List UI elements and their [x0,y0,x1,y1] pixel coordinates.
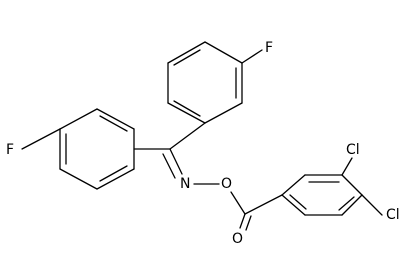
bond-c-o-double [245,215,252,231]
bond [281,174,306,196]
bond [341,174,363,196]
bond-c-cl-para [361,194,383,216]
bond [96,168,135,190]
dichlorophenyl-ring [281,174,363,216]
upper-fluorophenyl-ring [167,41,243,124]
bond-c-f-upper [241,49,263,64]
bond [204,41,243,64]
double-bond-inner [173,49,201,66]
bond [341,194,363,216]
atom-cl-para: Cl [386,207,400,223]
bond [59,168,98,190]
atom-f-upper: F [265,40,273,56]
bond-c-n-double [169,148,183,175]
bond [281,194,306,216]
bond [96,108,135,130]
bond-ring-to-imine-carbon [169,122,206,150]
double-bond-inner [99,165,128,182]
bond [167,41,206,64]
bond-c-f-left [21,128,61,150]
atom-cl-meta: Cl [346,142,360,158]
double-bond-inner [99,115,128,132]
bond-o-carbonyl-carbon [230,191,246,215]
left-fluorophenyl-ring [59,108,135,190]
bond-carbonyl-to-ring [244,194,283,215]
bond-c-n-double [162,153,176,179]
bond-c-o-double [239,213,246,229]
atom-o-ester: O [221,176,232,192]
bond [204,102,243,124]
double-bond-inner [173,100,201,117]
atom-f-left: F [6,142,14,158]
atom-n-oxime: N [180,176,190,192]
bond [167,102,206,124]
atom-o-carbonyl: O [232,231,243,247]
bond-c-cl-meta [341,157,353,176]
double-bond-inner [289,194,307,210]
bond [59,108,98,130]
double-bond-inner [338,196,355,211]
